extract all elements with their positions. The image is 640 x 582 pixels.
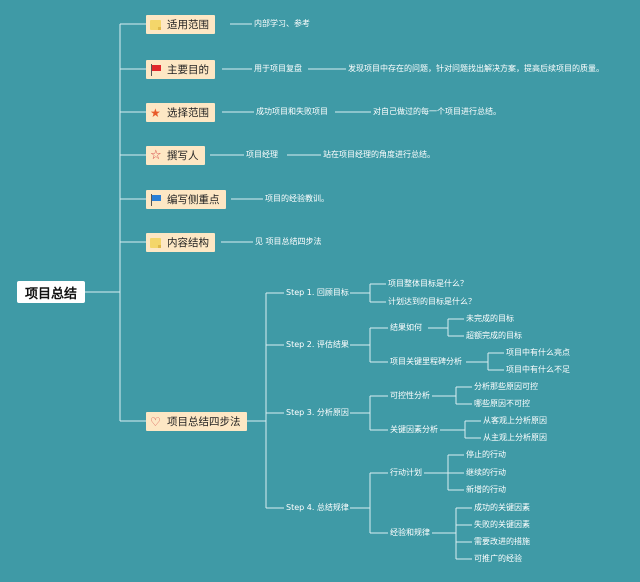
detail-text: 项目经理 xyxy=(246,150,278,159)
sticky-note-icon xyxy=(150,19,162,31)
sub-item: 继续的行动 xyxy=(466,468,506,477)
step-item: 计划达到的目标是什么？ xyxy=(388,297,476,306)
category-structure: 内容结构 xyxy=(146,233,215,252)
sub-item: 哪些原因不可控 xyxy=(474,399,530,408)
outline-star-icon: ☆ xyxy=(150,147,162,163)
detail-text: 发现项目中存在的问题，针对问题找出解决方案，提高后续项目的质量。 xyxy=(348,64,604,73)
sub-item: 从主观上分析原因 xyxy=(483,433,547,442)
step-item: 项目整体目标是什么？ xyxy=(388,279,468,288)
category-purpose: 主要目的 xyxy=(146,60,215,79)
red-flag-icon xyxy=(150,63,162,76)
sub-item: 停止的行动 xyxy=(466,450,506,459)
category-label: 撰写人 xyxy=(167,150,199,162)
orange-star-icon: ★ xyxy=(150,105,161,120)
sub-item: 项目中有什么亮点 xyxy=(506,348,570,357)
category-four-steps: ♡ 项目总结四步法 xyxy=(146,412,247,431)
root-node: 项目总结 xyxy=(17,281,85,303)
step-item: 可控性分析 xyxy=(390,391,430,400)
step-item: 项目关键里程碑分析 xyxy=(390,357,462,366)
sub-item: 可推广的经验 xyxy=(474,554,522,563)
detail-text: 成功项目和失败项目 xyxy=(256,107,328,116)
detail-text: 内部学习、参考 xyxy=(254,19,310,28)
detail-text: 对自己做过的每一个项目进行总结。 xyxy=(373,107,501,116)
sub-item: 未完成的目标 xyxy=(466,314,514,323)
sub-item: 分析那些原因可控 xyxy=(474,382,538,391)
category-label: 适用范围 xyxy=(167,19,209,31)
category-label: 项目总结四步法 xyxy=(167,416,241,428)
step-label: Step 4. 总结规律 xyxy=(286,503,349,512)
blue-flag-icon xyxy=(150,193,162,206)
sub-item: 成功的关键因素 xyxy=(474,503,530,512)
category-author: ☆ 撰写人 xyxy=(146,146,205,165)
step-item: 结果如何 xyxy=(390,323,422,332)
detail-text: 站在项目经理的角度进行总结。 xyxy=(323,150,435,159)
heart-icon: ♡ xyxy=(150,414,161,429)
sub-item: 超额完成的目标 xyxy=(466,331,522,340)
step-item: 关键因素分析 xyxy=(390,425,438,434)
category-label: 选择范围 xyxy=(167,107,209,119)
category-label: 编写侧重点 xyxy=(167,194,220,206)
sub-item: 失败的关键因素 xyxy=(474,520,530,529)
step-label: Step 2. 评估结果 xyxy=(286,340,349,349)
category-label: 主要目的 xyxy=(167,64,209,76)
step-item: 经验和规律 xyxy=(390,528,430,537)
category-focus: 编写侧重点 xyxy=(146,190,226,209)
sub-item: 需要改进的措施 xyxy=(474,537,530,546)
category-selection: ★ 选择范围 xyxy=(146,103,215,122)
detail-text: 项目的经验教训。 xyxy=(265,194,329,203)
category-scope: 适用范围 xyxy=(146,15,215,34)
sub-item: 项目中有什么不足 xyxy=(506,365,570,374)
sub-item: 新增的行动 xyxy=(466,485,506,494)
sticky-note-icon xyxy=(150,237,162,249)
detail-text: 用于项目复盘 xyxy=(254,64,302,73)
sub-item: 从客观上分析原因 xyxy=(483,416,547,425)
step-label: Step 1. 回顾目标 xyxy=(286,288,349,297)
step-item: 行动计划 xyxy=(390,468,422,477)
detail-text: 见 项目总结四步法 xyxy=(255,237,322,246)
step-label: Step 3. 分析原因 xyxy=(286,408,349,417)
category-label: 内容结构 xyxy=(167,237,209,249)
